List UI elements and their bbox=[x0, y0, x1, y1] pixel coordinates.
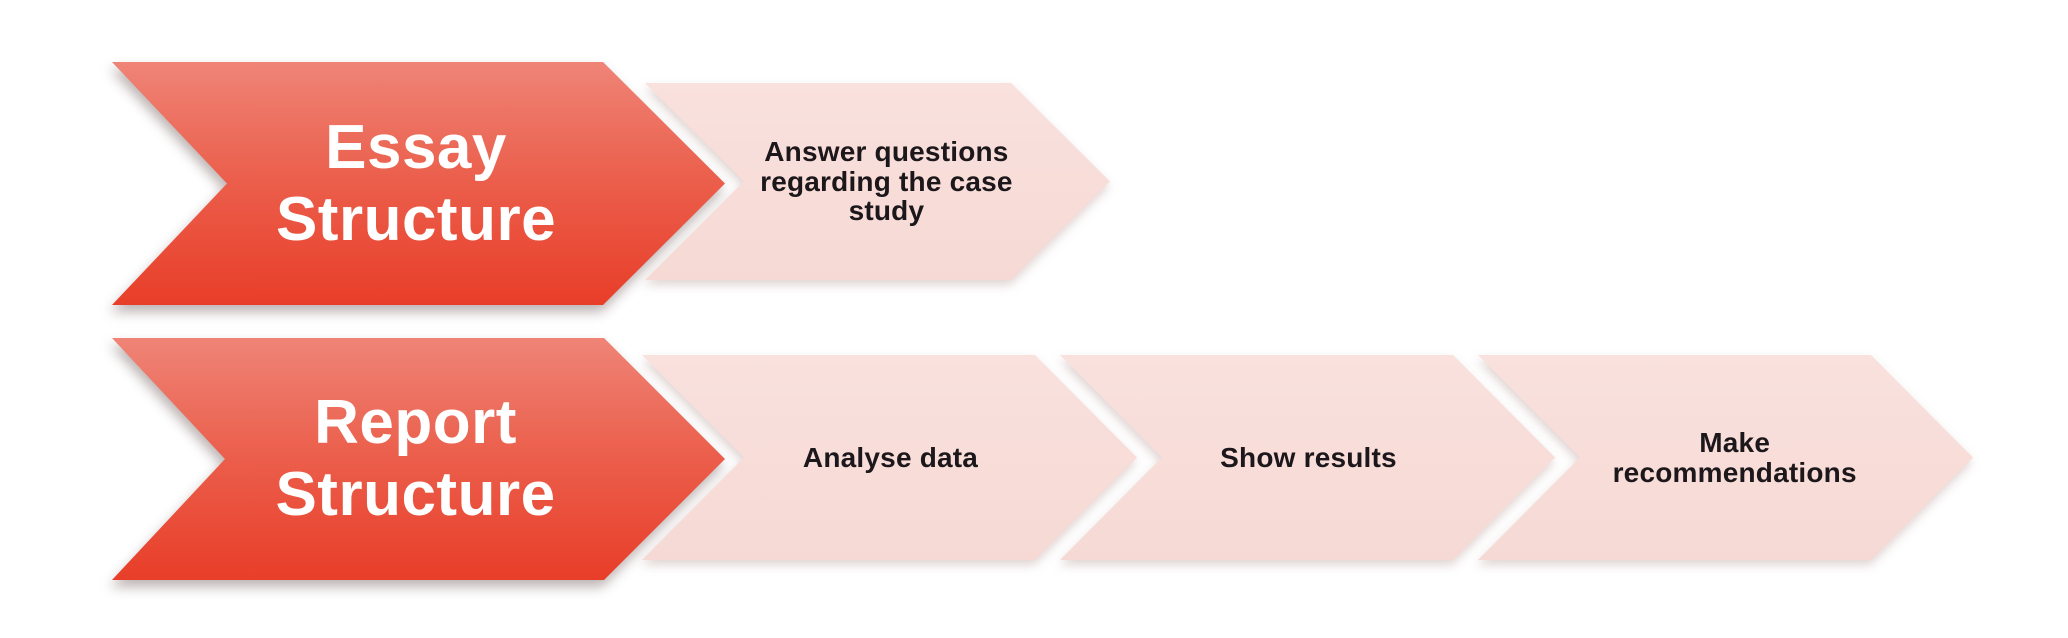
step-label: Show results bbox=[1220, 441, 1397, 473]
step-label: Make recommendations bbox=[1612, 426, 1857, 488]
essay-structure-arrow: Essay Structure bbox=[112, 62, 725, 305]
step-arrow-show-results: Show results bbox=[1060, 355, 1555, 560]
essay-structure-chevron: Essay Structure bbox=[112, 62, 725, 305]
step-arrow-answer-questions: Answer questions regarding the case stud… bbox=[645, 83, 1110, 280]
step-label: Answer questions regarding the case stud… bbox=[760, 135, 1013, 227]
report-structure-label: Report Structure bbox=[275, 388, 556, 529]
step-label: Analyse data bbox=[802, 441, 979, 473]
step-arrow-make-recommendations: Make recommendations bbox=[1478, 355, 1973, 560]
report-structure-chevron: Report Structure bbox=[112, 338, 725, 580]
essay-structure-label: Essay Structure bbox=[275, 112, 557, 254]
step-chevron: Answer questions regarding the case stud… bbox=[645, 83, 1110, 280]
report-structure-arrow: Report Structure bbox=[112, 338, 725, 580]
step-arrow-analyse-data: Analyse data bbox=[642, 355, 1137, 560]
step-chevron: Make recommendations bbox=[1478, 355, 1973, 560]
